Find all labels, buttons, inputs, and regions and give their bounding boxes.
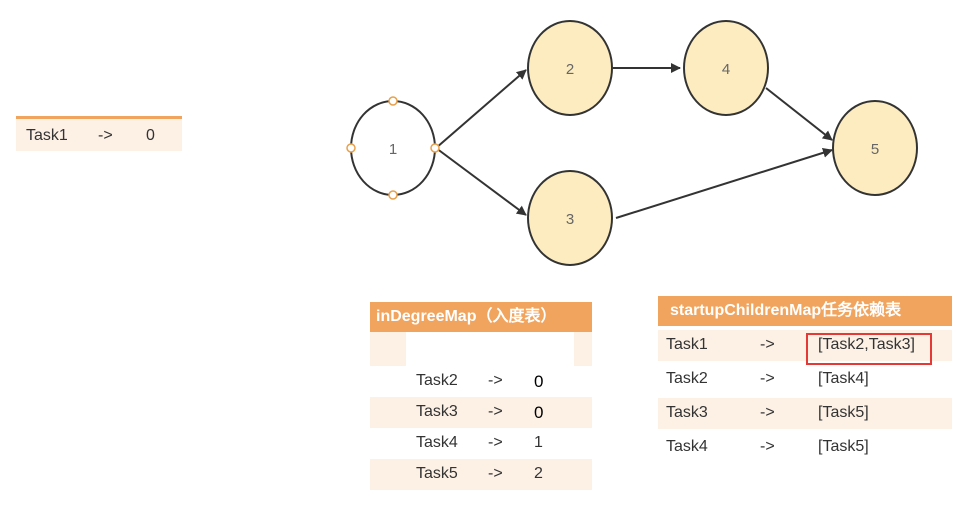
children-row: Task2 -> [Task4]	[658, 364, 952, 395]
task-name: Task4	[666, 438, 708, 455]
edge-1-2	[435, 69, 527, 149]
children-row: Task4 -> [Task5]	[658, 432, 952, 463]
node-label-4: 4	[722, 61, 730, 78]
arrow: ->	[488, 465, 503, 482]
indegree-value: 0	[534, 403, 544, 422]
arrow: ->	[760, 336, 775, 353]
arrow: ->	[98, 127, 113, 144]
arrow: ->	[760, 404, 775, 421]
children-row: Task3 -> [Task5]	[658, 398, 952, 429]
task-name: Task2	[666, 370, 708, 387]
children-table-title: startupChildrenMap任务依赖表	[658, 296, 952, 326]
graph-node-3[interactable]	[527, 170, 613, 266]
indegree-row: Task4 -> 1	[370, 428, 592, 459]
removed-task-row: Task1 -> 0	[16, 116, 182, 151]
edge-3-5	[615, 147, 833, 219]
task-dependency-graph: 1 2 3 4 5	[346, 20, 918, 266]
task-name: Task3	[666, 404, 708, 421]
children-value: [Task4]	[818, 370, 869, 387]
indegree-row: Task2 -> 0	[370, 366, 592, 397]
arrow: ->	[760, 438, 775, 455]
task-name: Task4	[416, 434, 458, 451]
node-label-2: 2	[566, 61, 574, 78]
task-name: Task2	[416, 372, 458, 389]
removed-row-placeholder	[370, 332, 592, 366]
indegree-table-title: inDegreeMap（入度表）	[370, 302, 592, 332]
indegree-row: Task3 -> 0	[370, 397, 592, 428]
selection-handle[interactable]	[388, 96, 398, 106]
task-name: Task1	[26, 127, 68, 144]
edge-1-3	[435, 147, 527, 216]
selection-handle[interactable]	[430, 143, 440, 153]
task-name: Task3	[416, 403, 458, 420]
indegree-value: 2	[534, 465, 543, 482]
graph-node-4[interactable]	[683, 20, 769, 116]
task-name: Task5	[416, 465, 458, 482]
arrow: ->	[488, 403, 503, 420]
arrow: ->	[488, 434, 503, 451]
indegree-value: 0	[146, 127, 155, 144]
children-value: [Task2,Task3]	[818, 336, 915, 353]
arrow: ->	[760, 370, 775, 387]
indegree-table: inDegreeMap（入度表） Task2 -> 0 Task3 -> 0 T…	[370, 302, 592, 492]
children-map-table: startupChildrenMap任务依赖表 Task1 -> [Task2,…	[658, 296, 952, 466]
graph-node-2[interactable]	[527, 20, 613, 116]
indegree-row: Task5 -> 2	[370, 459, 592, 490]
arrow: ->	[488, 372, 503, 389]
edge-4-5	[765, 87, 833, 141]
children-row: Task1 -> [Task2,Task3]	[658, 330, 952, 361]
indegree-value: 1	[534, 434, 543, 451]
graph-node-5[interactable]	[832, 100, 918, 196]
node-label-1: 1	[389, 141, 397, 158]
indegree-value: 0	[534, 372, 544, 391]
children-value: [Task5]	[818, 404, 869, 421]
node-label-5: 5	[871, 141, 879, 158]
children-value: [Task5]	[818, 438, 869, 455]
selection-handle[interactable]	[388, 190, 398, 200]
task-name: Task1	[666, 336, 708, 353]
highlight-box	[806, 333, 932, 365]
selection-handle[interactable]	[346, 143, 356, 153]
node-label-3: 3	[566, 211, 574, 228]
